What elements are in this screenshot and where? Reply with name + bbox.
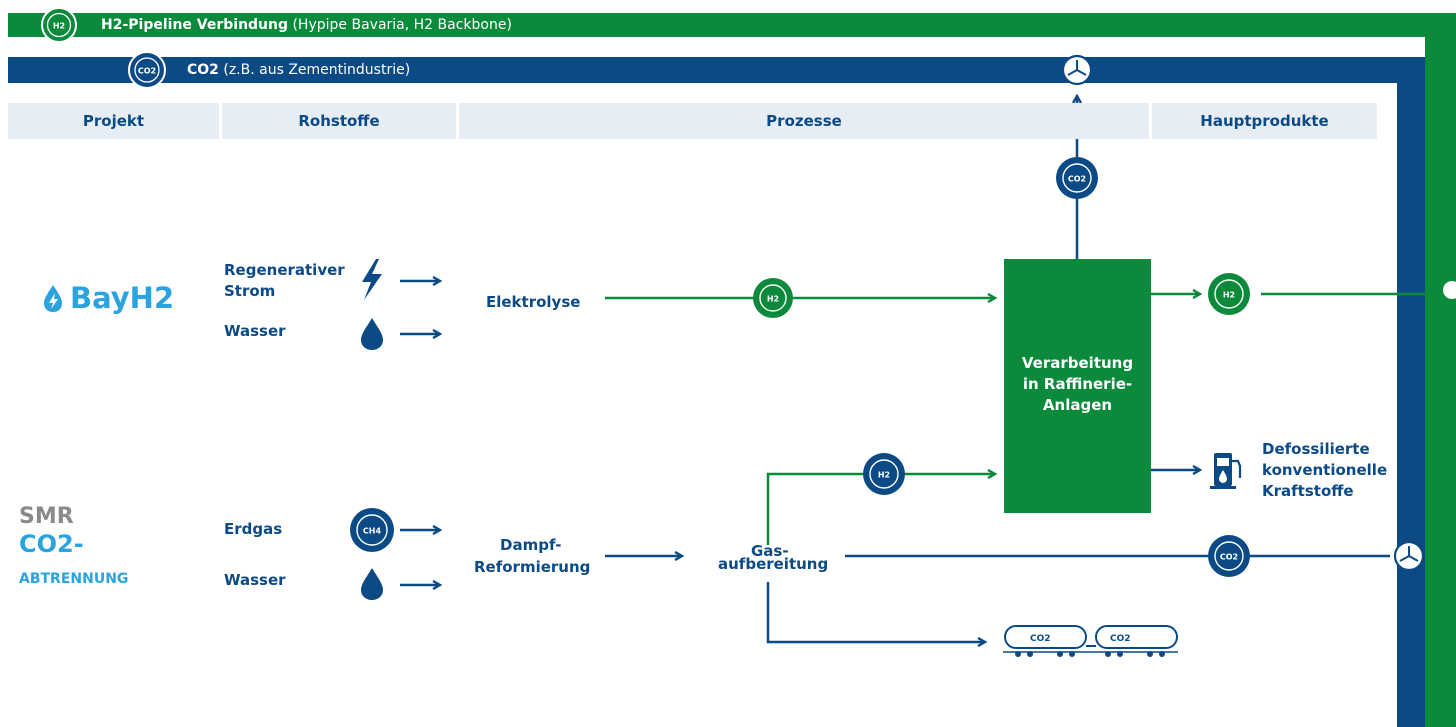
- lightning-icon: [362, 259, 382, 300]
- gas-tank-branch: [766, 582, 985, 642]
- raffinerie-label: Verarbeitung in Raffinerie- Anlagen: [1021, 354, 1134, 414]
- co2-pipeline-right: [1397, 57, 1425, 727]
- water-drop-icon-2: [361, 568, 383, 600]
- co2-pipe-badge: CO2: [128, 51, 166, 89]
- header-hauptprodukte: Hauptprodukte: [1152, 103, 1377, 139]
- raffinerie-box: Verarbeitung in Raffinerie- Anlagen: [1004, 259, 1151, 513]
- pipeline-connector: [1441, 279, 1456, 301]
- h2-pipeline-title: H2-Pipeline Verbindung: [101, 17, 289, 33]
- h2-badge-elektrolyse: H2: [753, 278, 793, 318]
- co2-pipeline-title: CO2: [187, 62, 219, 78]
- svg-text:CO2: CO2: [1220, 553, 1238, 562]
- h2-pipe-badge: H2: [41, 7, 77, 43]
- co2-badge-stack: CO2: [1056, 157, 1098, 199]
- process-dampf-line1: Dampf-: [500, 536, 562, 554]
- h2-pipeline-bar: [8, 13, 1456, 37]
- process-elektrolyse: Elektrolyse: [486, 293, 581, 311]
- rohstoff-wasser-1: Wasser: [224, 322, 286, 340]
- h2-badge-gas: H2: [863, 453, 905, 495]
- svg-text:CO2: CO2: [1110, 634, 1131, 644]
- rohstoff-erdgas: Erdgas: [224, 520, 283, 538]
- svg-text:H2: H2: [878, 471, 890, 480]
- rohstoff-strom-2: Strom: [224, 282, 276, 300]
- process-gas-line2: aufbereitung: [718, 555, 829, 573]
- co2-badge-gas: CO2: [1208, 535, 1250, 577]
- svg-text:CO2: CO2: [1068, 175, 1086, 184]
- co2-pipeline-label: CO2 (z.B. aus Zementindustrie): [187, 60, 410, 80]
- rohstoff-wasser-2: Wasser: [224, 571, 286, 589]
- co2-turbine-icon: [1393, 540, 1425, 572]
- water-drop-icon-1: [361, 318, 383, 350]
- h2-pipeline-right: [1425, 13, 1456, 727]
- bayh2-logo: BayH2: [70, 281, 175, 315]
- h2-pipeline-detail: (Hypipe Bavaria, H2 Backbone): [292, 17, 512, 33]
- bayh2-logo-icon: [44, 285, 62, 312]
- header-projekt: Projekt: [8, 103, 219, 139]
- fuel-pump-icon: [1210, 453, 1242, 489]
- smr-logo-line3: ABTRENNUNG: [19, 571, 129, 587]
- process-gas-line1: Gas-: [751, 542, 789, 560]
- smr-logo-line1: SMR: [19, 504, 74, 529]
- rohstoff-strom-1: Regenerativer: [224, 261, 345, 279]
- process-dampf-line2: Reformierung: [474, 558, 591, 576]
- h2-pipeline-label: H2-Pipeline Verbindung (Hypipe Bavaria, …: [101, 15, 512, 35]
- co2-tank-wagons-icon: CO2 CO2: [1003, 625, 1178, 657]
- smr-logo-line2: CO2-: [19, 530, 84, 558]
- svg-text:H2: H2: [53, 22, 65, 31]
- svg-text:CO2: CO2: [138, 67, 156, 76]
- svg-text:H2: H2: [767, 295, 779, 304]
- svg-text:CH4: CH4: [363, 527, 382, 536]
- svg-text:H2: H2: [1223, 291, 1235, 300]
- h2-badge-produkt: H2: [1208, 273, 1250, 315]
- header-rohstoffe: Rohstoffe: [222, 103, 456, 139]
- co2-pipeline-bar: [8, 57, 1425, 83]
- svg-text:CO2: CO2: [1030, 634, 1051, 644]
- stack-turbine-icon: [1061, 54, 1093, 86]
- header-prozesse: Prozesse: [459, 103, 1149, 139]
- co2-pipeline-detail: (z.B. aus Zementindustrie): [223, 62, 411, 78]
- ch4-badge: CH4: [350, 508, 394, 552]
- produkt-kraftstoffe: Defossilierte konventionelle Kraftstoffe: [1262, 440, 1388, 500]
- gas-h2-branch: [766, 474, 995, 545]
